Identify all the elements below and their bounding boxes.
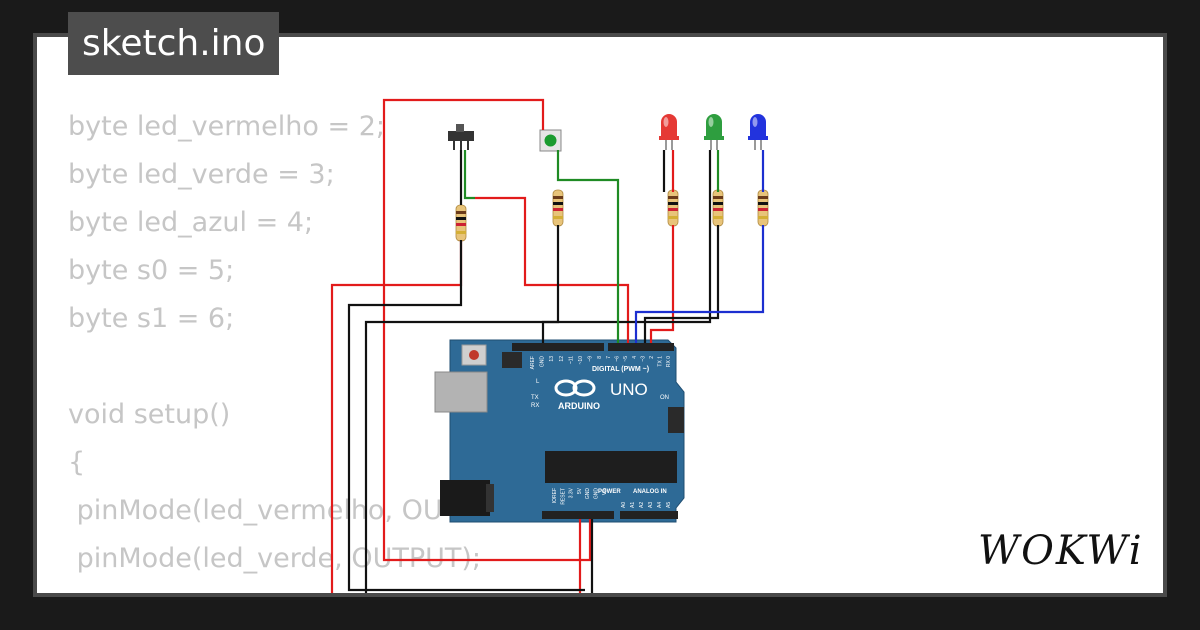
pin-label: 7 xyxy=(606,356,612,359)
code-line: { xyxy=(68,447,86,478)
push-button[interactable] xyxy=(539,129,562,152)
pin-label: ~9 xyxy=(588,356,594,362)
pin-label: 4 xyxy=(632,356,638,359)
pin-label: GND xyxy=(594,488,600,500)
pin-label: RX 0 xyxy=(666,356,672,367)
code-line: byte led_azul = 4; xyxy=(68,207,314,238)
preview-card: byte led_vermelho = 2; byte led_verde = 3… xyxy=(37,37,1163,593)
resistor[interactable] xyxy=(712,189,724,227)
pin-label: Vin xyxy=(602,488,608,495)
digital-label: DIGITAL (PWM ~) xyxy=(592,366,649,373)
power-header xyxy=(542,511,614,519)
arduino-logo-icon xyxy=(554,379,596,397)
pin-label: 5V xyxy=(577,487,583,494)
resistor[interactable] xyxy=(455,204,467,242)
pin-label: GND xyxy=(585,488,591,500)
pin-label: A3 xyxy=(648,502,654,508)
pin-label: 2 xyxy=(649,356,655,359)
pin-label: A0 xyxy=(621,502,627,508)
pin-label: ~3 xyxy=(640,356,646,362)
usb-port xyxy=(434,371,488,413)
power-jack xyxy=(440,480,490,516)
pin-label: ~6 xyxy=(615,356,621,362)
pin-label: RESET xyxy=(560,488,566,505)
wokwi-logo: WOKWi xyxy=(978,528,1144,574)
file-tab[interactable]: sketch.ino xyxy=(68,12,280,75)
board-model: UNO xyxy=(610,380,648,399)
digital-header-right xyxy=(608,343,674,351)
pin-label: AREF xyxy=(530,356,536,369)
pin-label: A4 xyxy=(657,502,663,508)
pin-label: GND xyxy=(540,356,546,368)
atmega-chip xyxy=(545,451,677,483)
pin-label: 12 xyxy=(559,356,565,362)
arduino-uno-board[interactable]: ARDUINO UNO DIGITAL (PWM ~) POWER ANALOG… xyxy=(434,339,685,523)
pin-label: TX 1 xyxy=(658,356,664,367)
on-label: ON xyxy=(660,395,669,401)
slide-switch[interactable] xyxy=(448,124,474,150)
pin-label: ~10 xyxy=(578,356,584,365)
led-label-rx: RX xyxy=(531,403,539,409)
code-line: byte s0 = 5; xyxy=(68,255,235,286)
led-label-l: L xyxy=(536,379,540,385)
led-label-tx: TX xyxy=(531,395,539,401)
resistor[interactable] xyxy=(667,189,679,227)
digital-header-left xyxy=(512,343,604,351)
code-line: pinMode(led_azul, OUTPUT); xyxy=(68,583,531,593)
pin-label: ~11 xyxy=(568,356,574,364)
resistor[interactable] xyxy=(552,189,564,227)
led-red[interactable] xyxy=(659,114,679,150)
resistor[interactable] xyxy=(757,189,769,227)
pin-label: 3.3V xyxy=(569,487,575,498)
code-line: byte led_vermelho = 2; xyxy=(68,111,385,142)
pin-label: IOREF xyxy=(552,488,558,503)
pin-label: A1 xyxy=(630,502,636,508)
code-line: byte led_verde = 3; xyxy=(68,159,335,190)
pin-label: 8 xyxy=(597,356,603,359)
analog-header xyxy=(620,511,678,519)
code-line: pinMode(led_verde, OUTPUT); xyxy=(68,543,481,574)
analog-label: ANALOG IN xyxy=(633,489,667,495)
power-label: POWER xyxy=(598,489,621,495)
led-blue[interactable] xyxy=(748,114,768,150)
code-line: byte s1 = 6; xyxy=(68,303,235,334)
pin-label: ~5 xyxy=(623,356,629,362)
code-editor: byte led_vermelho = 2; byte led_verde = 3… xyxy=(68,103,531,593)
wires xyxy=(330,98,765,593)
board-brand: ARDUINO xyxy=(558,401,600,411)
led-green[interactable] xyxy=(704,114,724,150)
pin-label: A5 xyxy=(666,502,672,508)
pin-label: A2 xyxy=(639,502,645,508)
code-line: void setup() xyxy=(68,399,231,430)
pin-label: 13 xyxy=(549,356,555,362)
